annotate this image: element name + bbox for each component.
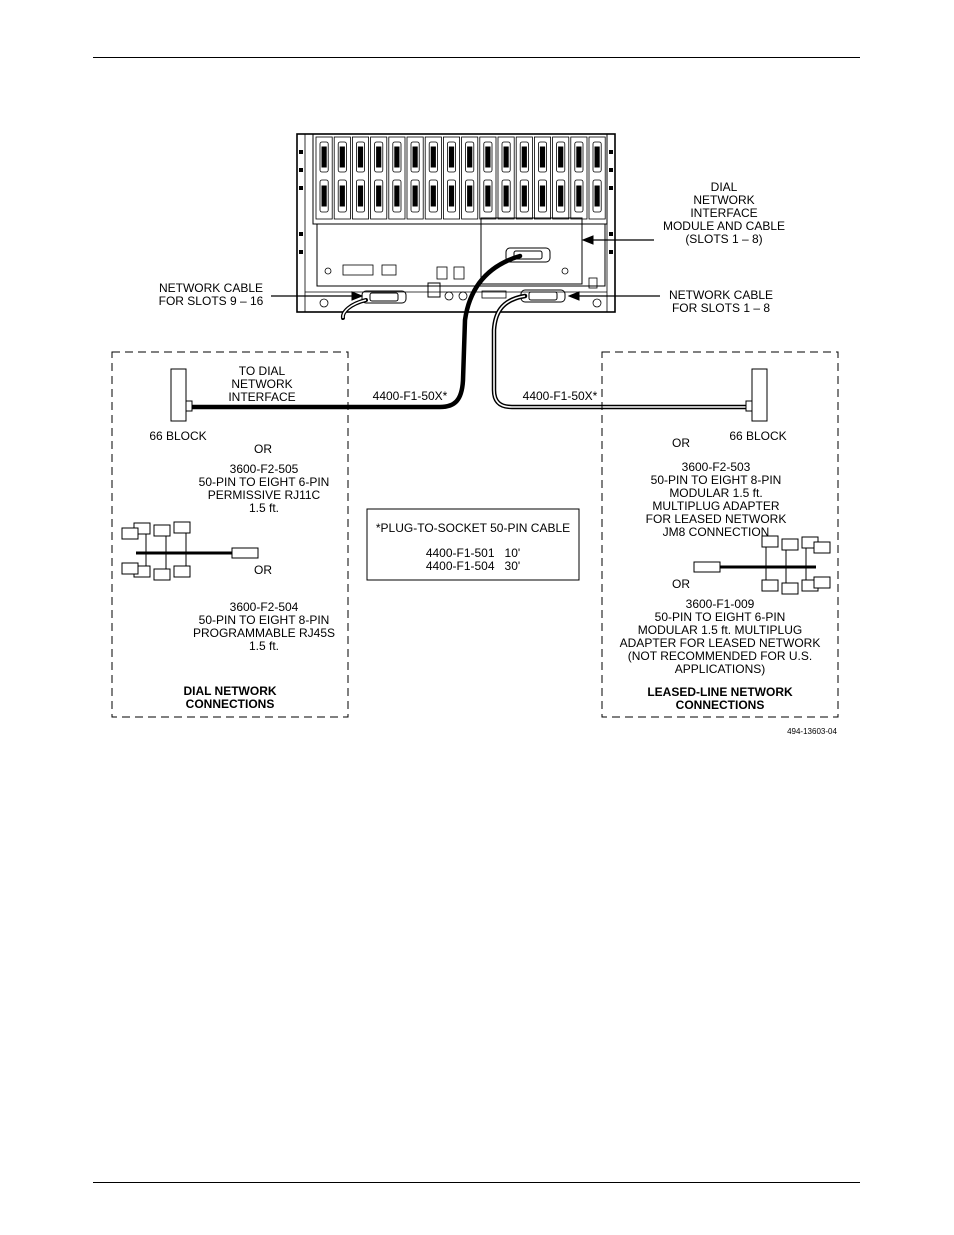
leased-adapter-1-label: 3600-F2-503 50-PIN TO EIGHT 8-PIN MODULA… (645, 460, 787, 539)
card-slot (333, 136, 351, 220)
dial-network-interface-module (480, 217, 583, 285)
chassis-unit (296, 133, 616, 320)
card-slot (424, 136, 442, 220)
mounting-holes (299, 150, 613, 254)
power-switches (436, 266, 468, 301)
card-slot (552, 136, 570, 220)
to-dial-network-interface-label: TO DIAL NETWORK INTERFACE (228, 364, 296, 404)
dial-network-panel-border (111, 351, 349, 718)
card-slot (534, 136, 552, 220)
leased-or-1: OR (672, 436, 690, 450)
header-rule (93, 57, 860, 58)
card-slot (315, 136, 333, 220)
dial-module-connector (505, 247, 551, 263)
footer-rule (93, 1182, 860, 1183)
leased-network-panel-border (601, 351, 839, 718)
multiplug-adapter-dial (121, 521, 259, 581)
cable-box-row-2: 4400-F1-504 30' (425, 559, 521, 573)
network-cable-slots-1-8-label: NETWORK CABLE FOR SLOTS 1 – 8 (668, 288, 773, 315)
card-slot (370, 136, 388, 220)
dial-network-interface-label: DIAL NETWORK INTERFACE MODULE AND CABLE … (662, 180, 786, 246)
card-slot (351, 136, 369, 220)
dial-or-1: OR (254, 442, 272, 456)
dial-network-connections-title: DIAL NETWORK CONNECTIONS (183, 684, 277, 711)
cable-box-title: *PLUG-TO-SOCKET 50-PIN CABLE (375, 521, 571, 535)
cable-left-label: 4400-F1-50X* (372, 389, 448, 403)
card-slot (461, 136, 479, 220)
66-block-leased (745, 368, 768, 422)
rear-panel (316, 223, 606, 287)
cable-box-border (366, 508, 580, 581)
card-slot (406, 136, 424, 220)
power-inlet (427, 282, 441, 298)
cable-right-label: 4400-F1-50X* (522, 389, 598, 403)
main-cables (187, 253, 751, 410)
pointer-arrows (271, 235, 660, 301)
66-block-dial (170, 368, 193, 422)
cable-to-dial-network (187, 253, 523, 410)
multiplug-adapter-leased (693, 535, 831, 595)
card-slot (442, 136, 460, 220)
figure-id: 494-13603-04 (787, 727, 837, 736)
card-slot (497, 136, 515, 220)
leased-or-2: OR (672, 577, 690, 591)
dial-or-2: OR (254, 563, 272, 577)
network-cable-slots-9-16-label: NETWORK CABLE FOR SLOTS 9 – 16 (158, 281, 264, 308)
dial-adapter-2-label: 3600-F2-504 50-PIN TO EIGHT 8-PIN PROGRA… (192, 600, 336, 653)
leased-66-block-label: 66 BLOCK (729, 429, 787, 443)
dial-adapter-1-label: 3600-F2-505 50-PIN TO EIGHT 6-PIN PERMIS… (198, 462, 330, 515)
dial-66-block-label: 66 BLOCK (149, 429, 207, 443)
card-slots (315, 136, 606, 220)
card-slot (479, 136, 497, 220)
card-slot (588, 136, 606, 220)
leased-line-network-connections-title: LEASED-LINE NETWORK CONNECTIONS (647, 685, 793, 712)
network-connector-slots-9-16 (361, 290, 407, 304)
cable-box-row-1: 4400-F1-501 10' (425, 546, 521, 560)
card-slot (570, 136, 588, 220)
card-slot (388, 136, 406, 220)
leased-adapter-2-label: 3600-F1-009 50-PIN TO EIGHT 6-PIN MODULA… (619, 597, 821, 676)
card-slot (515, 136, 533, 220)
